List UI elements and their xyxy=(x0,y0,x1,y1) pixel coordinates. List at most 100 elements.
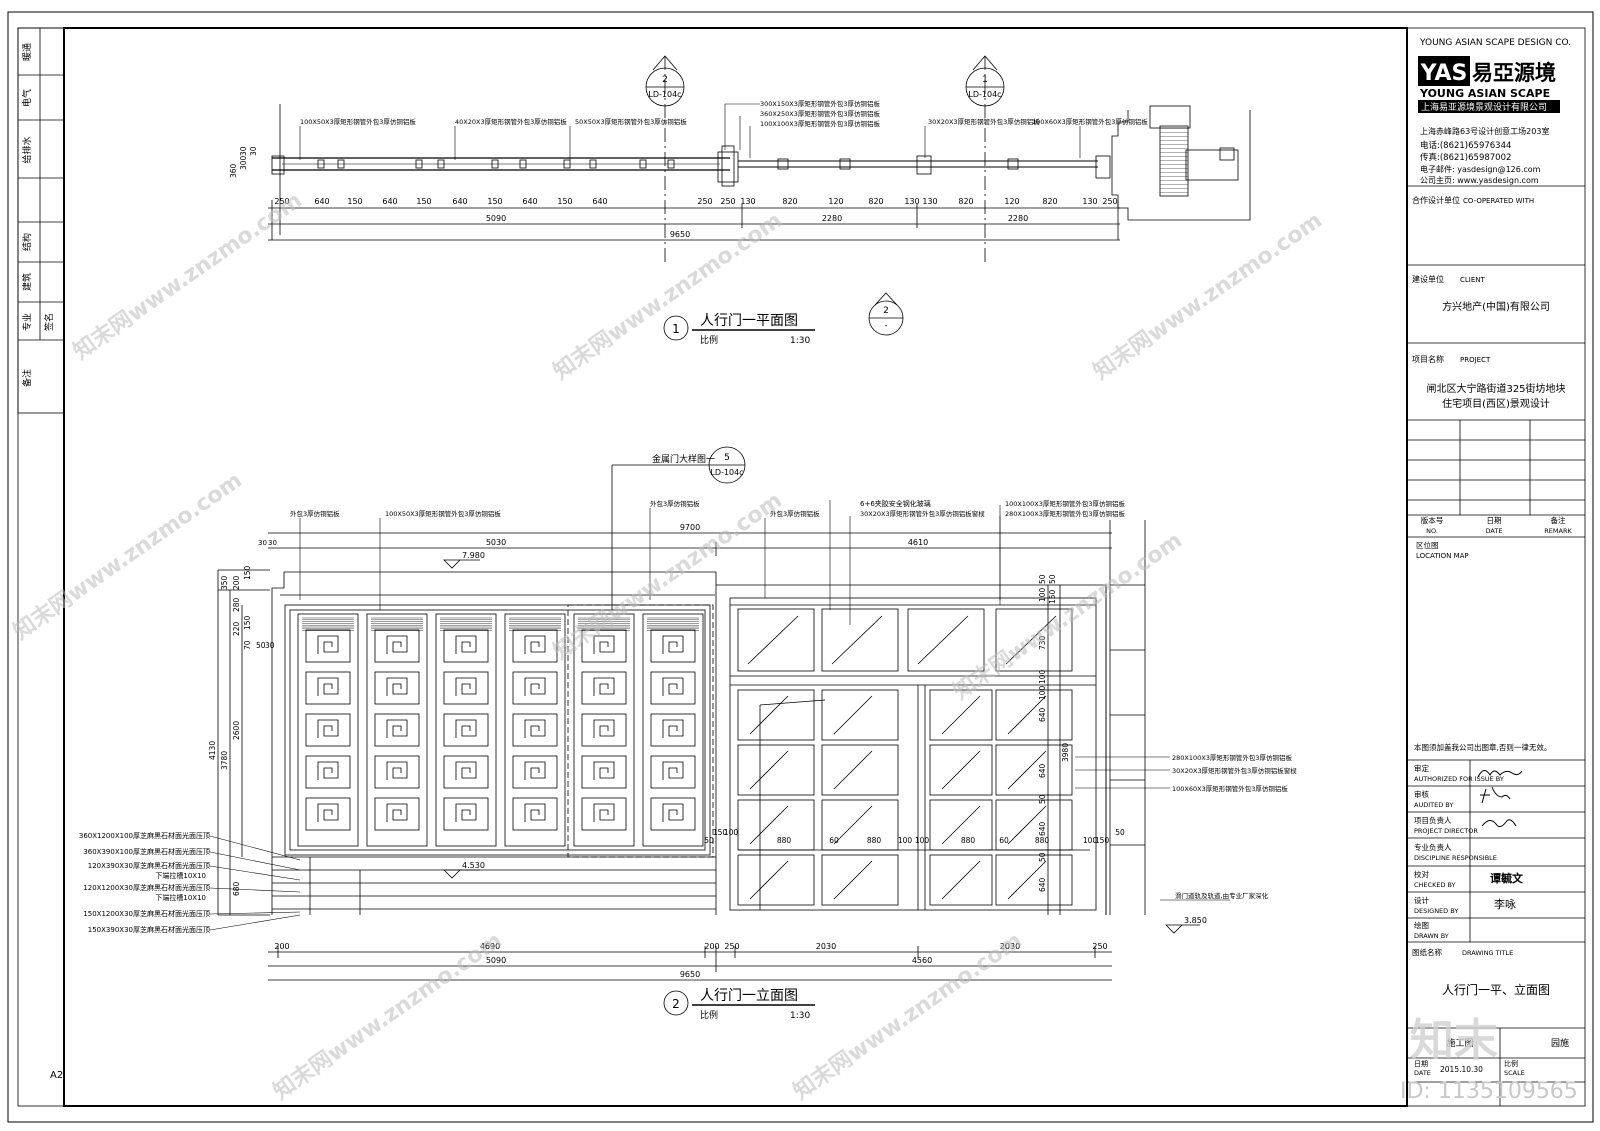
fret-glyph xyxy=(524,719,546,738)
elevation-glass-frame xyxy=(729,597,1097,911)
elev-bottom-dim: 2030 xyxy=(1000,942,1020,951)
fret-glyph xyxy=(455,635,477,654)
elev-mid-dim: 60 xyxy=(829,836,839,845)
fret-pattern xyxy=(650,755,696,789)
elev-title: 人行门一立面图 xyxy=(700,988,798,1004)
elev-top-callout-3: 外包3厚仿铜铝板 xyxy=(650,499,700,508)
rev-date-en: DATE xyxy=(1486,527,1503,535)
plan-dim: 250 xyxy=(697,197,712,206)
plan-dim: 130 xyxy=(1082,197,1097,206)
authorized-signature xyxy=(1477,770,1523,778)
fret-pattern xyxy=(512,755,558,789)
fret-pattern xyxy=(305,713,351,747)
elev-mid-dim: 880 xyxy=(1035,836,1050,845)
client-en: CLIENT xyxy=(1460,276,1486,284)
plan-dim: 150 xyxy=(416,197,431,206)
fret-glyph xyxy=(386,803,408,822)
door-panel xyxy=(504,613,566,847)
elev-left-dim: 150 xyxy=(243,565,252,580)
glass-pane xyxy=(821,744,899,796)
glass-pane xyxy=(821,608,899,672)
door-panel xyxy=(435,613,497,847)
elev-bottom-dim-texts: 200 4690 200 250 2030 2030 250 5090 4560… xyxy=(274,942,1107,979)
elev-bottom-dim: 5090 xyxy=(486,956,506,965)
elev-mid-dim: 880 xyxy=(867,836,882,845)
drawn-en: DRAWN BY xyxy=(1414,932,1449,940)
plan-dim: 640 xyxy=(314,197,329,206)
glass-reflection xyxy=(749,695,789,735)
elev-mid-dim: 60 xyxy=(999,836,1009,845)
checked-en: CHECKED BY xyxy=(1414,881,1456,889)
plan-title: 人行门一平面图 xyxy=(700,313,798,329)
date-value: 2015.10.30 xyxy=(1440,1065,1483,1074)
elev-left-dim: 50 xyxy=(256,641,266,650)
door-panel xyxy=(366,613,428,847)
fret-glyph xyxy=(524,677,546,696)
elev-left-dim: 3780 xyxy=(220,751,229,770)
rev-remark: 备注 xyxy=(1551,515,1567,525)
elev-dim-top-right-text: 4610 xyxy=(908,538,928,547)
yas-logo-cn: 易亞源境 xyxy=(1472,61,1556,85)
fret-pattern xyxy=(512,713,558,747)
elev-level-7980: 7.980 xyxy=(462,551,485,560)
elev-left-dim: 4130 xyxy=(208,741,217,760)
elev-mid-dim: 50 xyxy=(704,836,714,845)
plan-side-dim: 30 xyxy=(249,146,258,156)
fret-pattern xyxy=(650,671,696,705)
plan-dim: 820 xyxy=(782,197,797,206)
elev-right-callout-2: 30X20X3厚矩形钢管外包3厚仿铜铝板窗棂 xyxy=(1172,766,1297,775)
plan-dim-row2-texts: 5090 2280 2280 xyxy=(486,214,1028,223)
director-label: 项目负责人 xyxy=(1414,815,1452,825)
fret-pattern xyxy=(443,629,489,663)
glass-pane xyxy=(995,799,1073,851)
plan-dim: 250 xyxy=(274,197,289,206)
yas-logo-box xyxy=(1418,56,1470,86)
door-panel xyxy=(573,613,635,847)
fret-glyph xyxy=(317,803,339,822)
fret-glyph xyxy=(455,719,477,738)
director-signature xyxy=(1481,819,1517,828)
watermark-text: 知末网www.znzmo.com xyxy=(69,187,307,365)
elev-left-callout: 下端拉槽10X10 xyxy=(155,871,206,880)
plan-dim: 250 xyxy=(1102,197,1117,206)
elev-dim-top-small-2: 30 xyxy=(268,539,277,547)
authorized-en: AUTHORIZED FOR ISSUE BY xyxy=(1414,775,1504,783)
elev-right-dim: 3980 xyxy=(1061,743,1070,762)
elev-level-3850: 3.850 xyxy=(1184,916,1207,925)
elev-right-dim: 640 xyxy=(1038,763,1047,778)
left-discipline-strip xyxy=(18,28,64,341)
strip-label-structure: 结构 xyxy=(21,233,33,251)
elev-bottom-dim: 4690 xyxy=(480,942,500,951)
plan-dim: 130 xyxy=(740,197,755,206)
glass-reflection xyxy=(833,805,873,845)
elev-top-callout-8: 280X100X3厚矩形钢管外包3厚仿铜铝板 xyxy=(1005,509,1125,518)
fret-pattern xyxy=(305,755,351,789)
company-website: 公司主页: www.yasdesign.com xyxy=(1420,175,1539,185)
glass-pane xyxy=(929,799,993,851)
plan-dim-row1-texts: 250 640 150 640 150 640 150 640 150 640 … xyxy=(274,197,1117,206)
elev-detail-ref: LD-104c xyxy=(710,468,743,477)
glass-pane xyxy=(737,744,815,796)
elev-left-callout: 下端拉槽10X10 xyxy=(155,893,206,902)
fret-pattern xyxy=(650,629,696,663)
watermark-text: 知末网www.znzmo.com xyxy=(269,927,507,1105)
elev-mid-dim: 50 xyxy=(1115,828,1125,837)
fret-glyph xyxy=(386,761,408,780)
fret-pattern xyxy=(581,797,627,831)
yas-logo-text: YAS xyxy=(1420,61,1468,86)
fret-glyph xyxy=(455,677,477,696)
elev-title-number-circle xyxy=(663,990,689,1016)
elev-mid-dim: 100 xyxy=(898,836,913,845)
designed-signature: 李咏 xyxy=(1494,897,1516,911)
fret-pattern xyxy=(374,797,420,831)
glass-pane xyxy=(929,854,993,906)
elev-left-callout: 150X1200X30厚芝麻黑石材面光面压顶 xyxy=(83,909,210,918)
audited-signature xyxy=(1480,786,1511,804)
strip-label-discipline: 专业 xyxy=(21,313,33,331)
strip-label-hvac: 暖通 xyxy=(21,43,33,61)
plan-callout-7: 30X20X3厚矩形钢管外包3厚仿铜铝板 xyxy=(928,117,1040,126)
plan-side-dims: 360 300 30 30 xyxy=(229,146,258,178)
elev-left-callout: 150X390X30厚芝麻黑石材面光面压顶 xyxy=(88,925,210,934)
plan-dim: 130 xyxy=(904,197,919,206)
